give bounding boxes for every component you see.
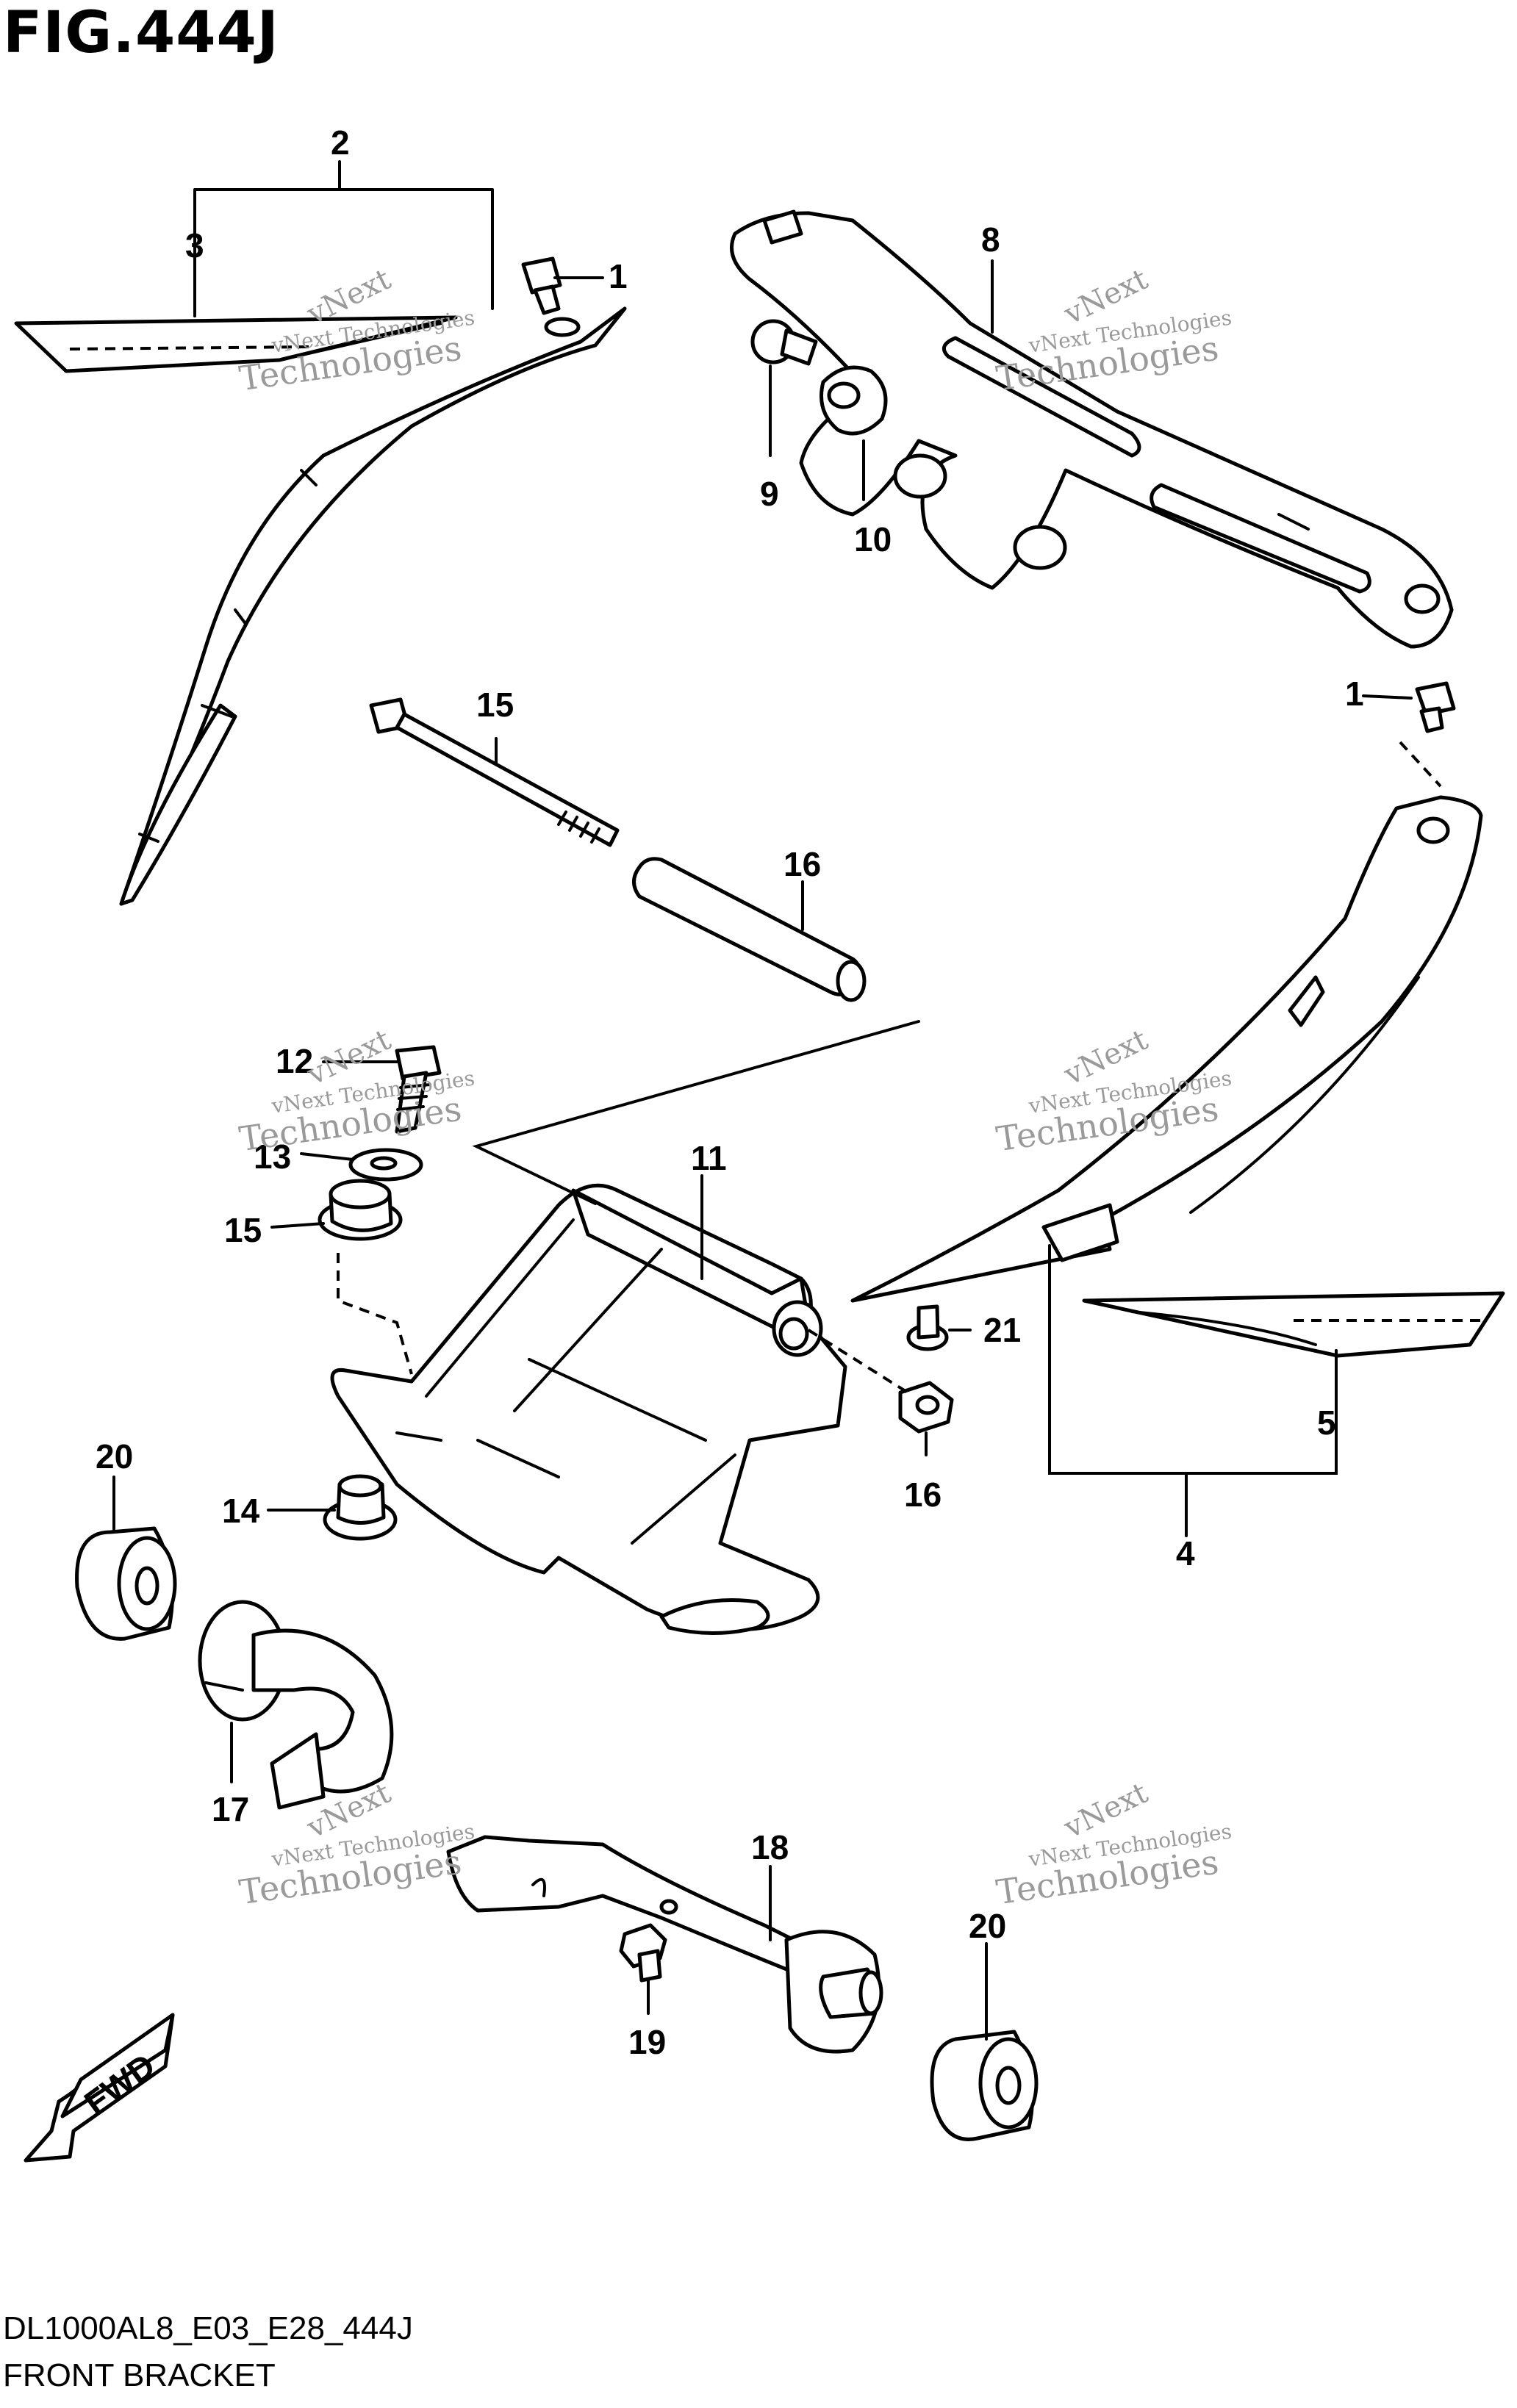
part-4-right-cover bbox=[850, 795, 1483, 1303]
part-12-collar bbox=[323, 1474, 398, 1541]
watermarks: vNext vNext Technologies Technologies vN… bbox=[237, 262, 1233, 1912]
callout-2: 2 bbox=[331, 123, 350, 162]
callout-11: 13 bbox=[254, 1137, 291, 1176]
callout-7: 9 bbox=[760, 475, 779, 513]
part-11-washer bbox=[348, 1148, 423, 1182]
callout-1: 1 bbox=[609, 257, 628, 295]
callout-21: 21 bbox=[983, 1311, 1021, 1349]
callout-numbers: 2 3 1 8 9 10 1 15 16 11 12 13 15 14 16 2… bbox=[96, 123, 1364, 2061]
callout-3: 3 bbox=[185, 226, 204, 265]
diagram-code: DL1000AL8_E03_E28_444J bbox=[3, 2310, 413, 2346]
section-name: FRONT BRACKET bbox=[3, 2357, 276, 2393]
part-10-bolt bbox=[395, 1045, 442, 1134]
part-18-stay bbox=[446, 1835, 883, 2054]
part-21-screw bbox=[906, 1304, 949, 1351]
callout-16: 16 bbox=[904, 1476, 942, 1514]
part-19-bolt bbox=[619, 1923, 667, 1983]
callout-10: 12 bbox=[276, 1042, 313, 1080]
callout-13: 15 bbox=[224, 1211, 262, 1249]
part-13-grommet bbox=[318, 1179, 403, 1241]
part-1-screw-right bbox=[1399, 681, 1456, 788]
part-20-damper-right bbox=[930, 2030, 1039, 2141]
callout-6: 8 bbox=[981, 220, 1000, 259]
figure-title: FIG.444J bbox=[3, 0, 279, 66]
callout-1b: 1 bbox=[1345, 675, 1364, 713]
part-16-nut bbox=[898, 1381, 954, 1434]
part-1-screw-top bbox=[521, 256, 562, 315]
callout-14: 15 bbox=[476, 686, 514, 724]
part-7-bolt bbox=[750, 319, 818, 366]
part-9-front-bracket bbox=[330, 1183, 847, 1635]
part-8-grommet bbox=[820, 365, 888, 436]
part-14-long-bolt bbox=[369, 697, 620, 847]
callout-20a: 20 bbox=[96, 1437, 133, 1476]
callout-18: 18 bbox=[751, 1828, 789, 1866]
callout-15: 16 bbox=[783, 845, 821, 883]
part-2-left-cover bbox=[119, 306, 627, 906]
fwd-arrow-badge: FWD bbox=[24, 2013, 175, 2163]
leader-lines bbox=[112, 160, 1413, 2041]
part-3-decal bbox=[14, 315, 458, 373]
part-6-upper-bracket bbox=[730, 209, 1454, 649]
callout-8: 10 bbox=[854, 520, 892, 558]
callout-19: 19 bbox=[628, 2023, 666, 2061]
part-5-decal bbox=[1082, 1291, 1505, 1358]
callout-4: 4 bbox=[1176, 1534, 1195, 1573]
part-17-pipe-bracket bbox=[198, 1600, 394, 1810]
callout-20b: 20 bbox=[969, 1907, 1006, 1945]
callout-17: 17 bbox=[212, 1790, 249, 1828]
part-15-collar bbox=[632, 857, 867, 1002]
callout-5: 5 bbox=[1317, 1404, 1336, 1442]
part-20-damper-left bbox=[75, 1526, 177, 1641]
callout-9: 11 bbox=[691, 1139, 727, 1177]
callout-12: 14 bbox=[222, 1492, 260, 1530]
